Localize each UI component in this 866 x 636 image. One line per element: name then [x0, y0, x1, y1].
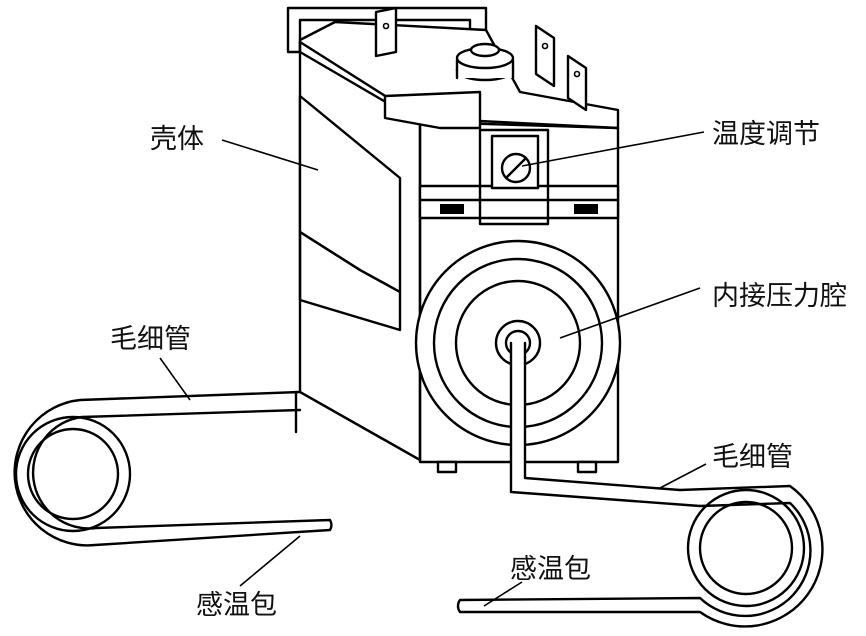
gasket-row — [418, 184, 620, 220]
leader-lines — [159, 131, 707, 607]
leader-pressure-chamber — [559, 287, 701, 339]
leader-temp-adjust — [521, 131, 705, 167]
leader-shell — [221, 139, 319, 171]
inner-plate — [383, 90, 482, 130]
leader-capillary-right — [659, 463, 707, 489]
labels: 壳体 温度调节 内接压力腔 毛细管 毛细管 感温包 感温包 — [110, 119, 847, 621]
top-knob — [455, 42, 515, 82]
label-pressure-chamber: 内接压力腔 — [712, 281, 847, 312]
label-shell: 壳体 — [150, 124, 204, 155]
terminal-tabs — [374, 6, 588, 112]
label-bulb-right: 感温包 — [510, 554, 591, 585]
right-capillary-coil — [456, 341, 824, 628]
leader-bulb-left — [239, 535, 301, 587]
leader-capillary-left — [159, 357, 191, 401]
adjust-screw — [478, 128, 550, 226]
label-bulb-left: 感温包 — [196, 590, 277, 621]
leader-bulb-right — [483, 581, 523, 607]
label-temp-adjust: 温度调节 — [712, 119, 820, 150]
label-capillary-left: 毛细管 — [110, 324, 191, 355]
left-capillary-coil — [13, 390, 333, 547]
label-capillary-right: 毛细管 — [712, 442, 793, 473]
